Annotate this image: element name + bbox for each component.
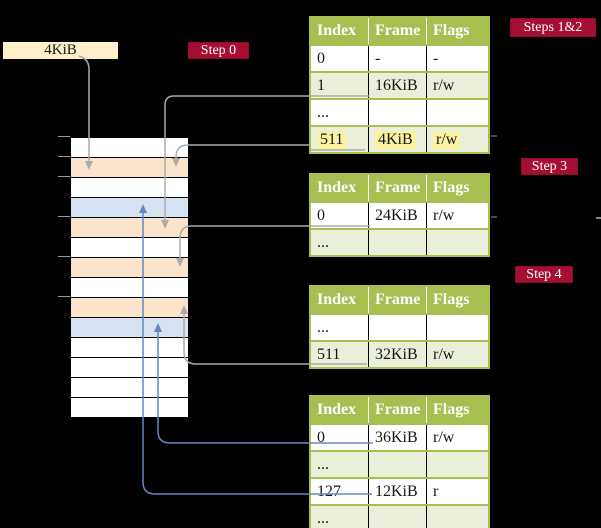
header-frame: Frame <box>368 18 426 44</box>
table-row: ... <box>311 450 488 477</box>
table-row: 127 12KiB r <box>311 477 488 504</box>
memory-frame-row <box>71 258 188 278</box>
badge-step-4: Step 4 <box>515 266 573 283</box>
memory-frame-row <box>71 298 188 318</box>
memory-frame-row <box>71 378 188 398</box>
table-row: ... <box>311 313 488 340</box>
memory-tick <box>58 136 70 137</box>
memory-frame-row <box>71 398 188 417</box>
physical-memory-column <box>70 137 189 418</box>
header-index: Index <box>317 401 357 418</box>
table-row-highlighted: 511 4KiB r/w <box>311 125 488 152</box>
frame-size-text: 4KiB <box>44 42 77 58</box>
page-table-level-2: Index Frame Flags 0 24KiB r/w ... <box>309 173 490 257</box>
table-row: ... <box>311 98 488 125</box>
page-table-level-1: Index Frame Flags 0 - - 1 16KiB r/w ... … <box>309 16 490 154</box>
table-row: 0 - - <box>311 44 488 71</box>
table-header-row: Index Frame Flags <box>311 397 488 423</box>
badge-step-3-label: Step 3 <box>531 158 568 174</box>
memory-frame-row <box>71 158 188 178</box>
table-row: 0 36KiB r/w <box>311 423 488 450</box>
header-flags: Flags <box>426 18 488 44</box>
memory-frame-row <box>71 198 188 218</box>
memory-frame-row <box>71 358 188 378</box>
badge-step-0: Step 0 <box>188 42 249 59</box>
header-index: Index <box>317 291 357 308</box>
memory-tick <box>58 156 70 157</box>
memory-tick <box>58 176 70 177</box>
header-flags: Flags <box>426 397 488 423</box>
header-flags: Flags <box>426 175 488 201</box>
table-row: 511 32KiB r/w <box>311 340 488 367</box>
memory-frame-row <box>71 338 188 358</box>
table-header-row: Index Frame Flags <box>311 175 488 201</box>
table-row: ... <box>311 228 488 255</box>
header-index: Index <box>317 179 357 196</box>
memory-tick <box>58 256 70 257</box>
memory-frame-row <box>71 218 188 238</box>
memory-tick <box>58 296 70 297</box>
page-table-level-3: Index Frame Flags ... 511 32KiB r/w <box>309 285 490 369</box>
table-header-row: Index Frame Flags <box>311 287 488 313</box>
header-frame: Frame <box>368 175 426 201</box>
badge-steps-1-2-label: Steps 1&2 <box>523 19 583 35</box>
table-row: 0 24KiB r/w <box>311 201 488 228</box>
table-header-row: Index Frame Flags <box>311 18 488 44</box>
table-row: ... <box>311 504 488 528</box>
memory-frame-row <box>71 138 188 158</box>
header-flags: Flags <box>426 287 488 313</box>
memory-frame-row <box>71 278 188 298</box>
badge-step-0-label: Step 0 <box>200 42 237 58</box>
badge-step-4-label: Step 4 <box>526 266 562 282</box>
page-table-level-4: Index Frame Flags 0 36KiB r/w ... 127 12… <box>309 395 490 528</box>
badge-steps-1-2: Steps 1&2 <box>510 18 596 37</box>
memory-frame-row <box>71 238 188 258</box>
memory-frame-row <box>71 318 188 338</box>
frame-size-label: 4KiB <box>3 42 118 59</box>
header-frame: Frame <box>368 397 426 423</box>
memory-tick <box>58 216 70 217</box>
table-row: 1 16KiB r/w <box>311 71 488 98</box>
badge-step-3: Step 3 <box>521 158 578 175</box>
header-frame: Frame <box>368 287 426 313</box>
memory-frame-row <box>71 178 188 198</box>
header-index: Index <box>317 22 357 39</box>
